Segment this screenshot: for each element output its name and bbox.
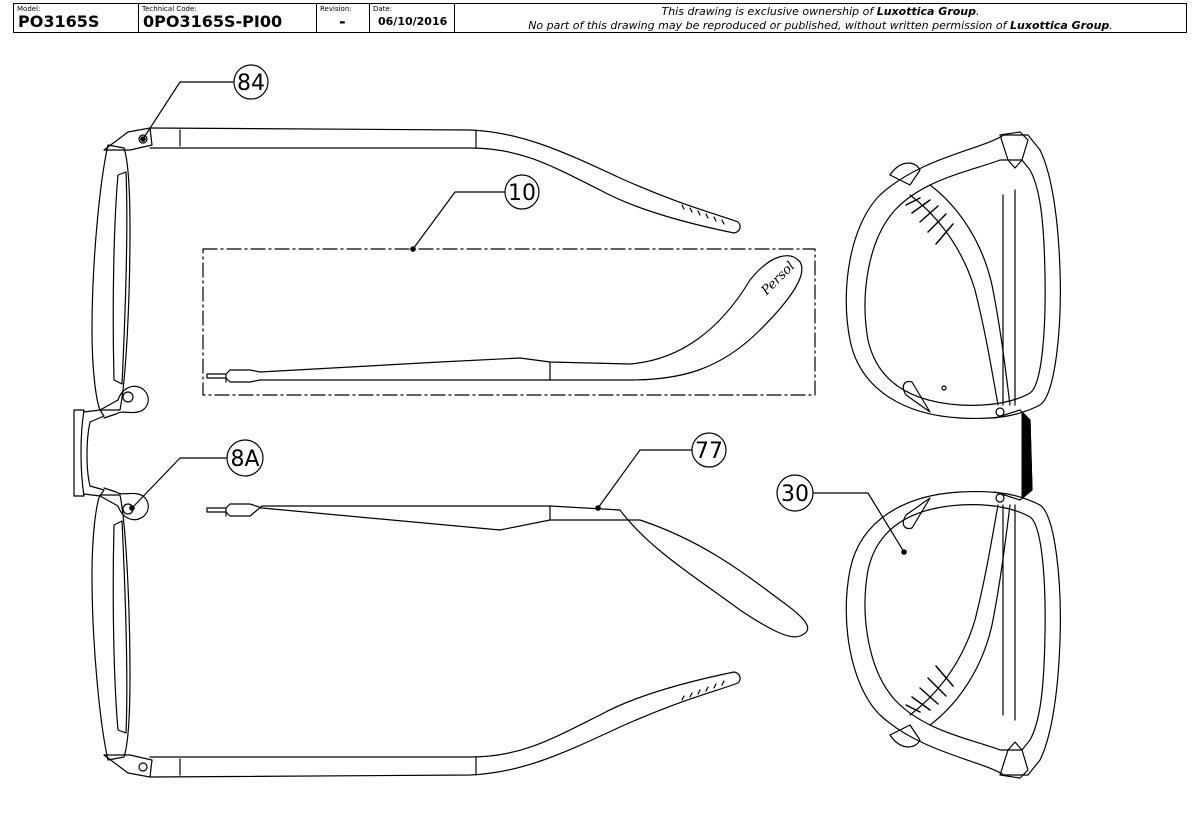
ownership-notice-text: This drawing is exclusive ownership of — [661, 5, 877, 18]
callout-30: 30 — [776, 474, 907, 555]
ownership-notice: This drawing is exclusive ownership of L… — [455, 5, 1186, 18]
technical-code-cell: Technical Code: 0PO3165S-PI00 — [139, 4, 317, 32]
callout-77: 77 — [595, 432, 727, 511]
callout-10-label: 10 — [508, 181, 536, 206]
technical-code-label: Technical Code: — [142, 5, 197, 13]
callout-10: 10 — [410, 174, 540, 252]
revision-value: - — [339, 12, 346, 31]
notice-cell: This drawing is exclusive ownership of L… — [455, 4, 1186, 32]
model-cell: Model: PO3165S — [14, 4, 139, 32]
callout-77-label: 77 — [695, 439, 723, 464]
date-label: Date: — [373, 5, 393, 13]
reproduction-notice-text: No part of this drawing may be reproduce… — [528, 19, 1011, 32]
temple-outer-side — [206, 503, 809, 638]
ownership-notice-end: . — [976, 5, 980, 18]
ownership-notice-brand: Luxottica Group — [876, 5, 977, 18]
title-block: Model: PO3165S Technical Code: 0PO3165S-… — [13, 3, 1187, 33]
reproduction-notice-end: . — [1109, 19, 1113, 32]
revision-label: Revision: — [320, 5, 352, 13]
top-view-front — [73, 127, 153, 778]
callout-30-label: 30 — [781, 482, 809, 507]
callout-84: 84 — [140, 64, 269, 142]
callout-8a-label: 8A — [230, 447, 259, 472]
model-value: PO3165S — [18, 12, 100, 31]
reproduction-notice-brand: Luxottica Group — [1010, 19, 1110, 32]
front-view — [845, 131, 1061, 779]
revision-cell: Revision: - — [317, 4, 370, 32]
date-value: 06/10/2016 — [378, 15, 448, 28]
callout-8a: 8A — [129, 439, 264, 511]
model-label: Model: — [17, 5, 41, 13]
temple-detail-box: Persol — [202, 248, 816, 396]
date-cell: Date: 06/10/2016 — [370, 4, 455, 32]
callout-84-label: 84 — [237, 71, 265, 96]
top-view-upper-temple — [149, 127, 741, 234]
technical-code-value: 0PO3165S-PI00 — [143, 12, 283, 31]
top-view-lower-temple — [149, 671, 741, 778]
reproduction-notice: No part of this drawing may be reproduce… — [455, 19, 1186, 32]
